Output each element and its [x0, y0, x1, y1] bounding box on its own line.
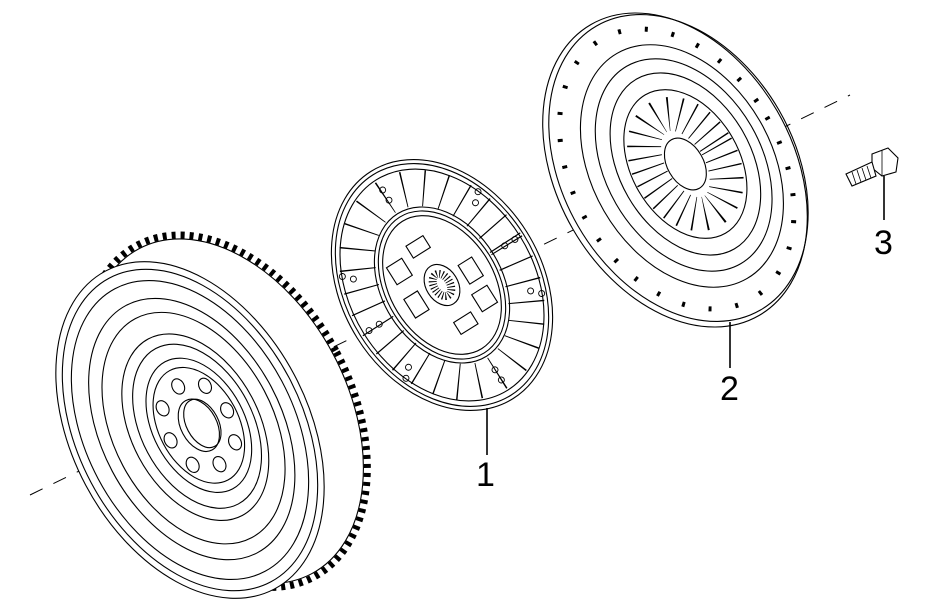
disc-rivets: [338, 186, 546, 384]
callout-part-2: 2: [720, 370, 739, 408]
bolt: [845, 147, 899, 187]
flywheel-bolt-holes: [155, 377, 243, 473]
pressure-plate: [542, 12, 809, 328]
callout-part-1: 1: [476, 456, 495, 494]
damper-springs: [385, 234, 499, 336]
clutch-disc: [330, 159, 554, 411]
callout-part-3: 3: [874, 224, 893, 262]
leader-lines: [486, 176, 885, 455]
flywheel: [55, 231, 371, 599]
